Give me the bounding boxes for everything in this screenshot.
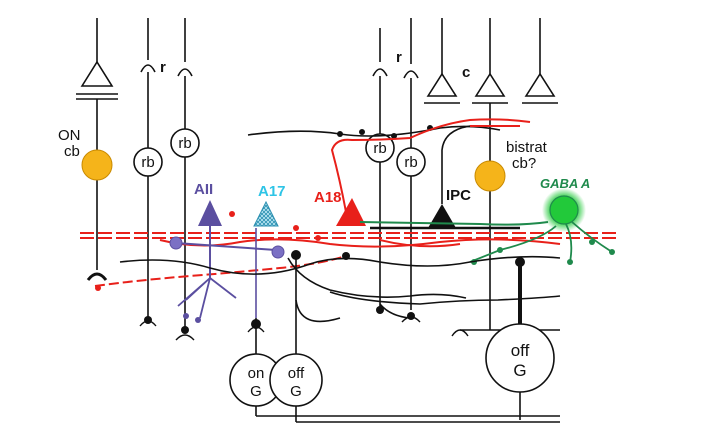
label-rb-3: rb xyxy=(373,140,386,157)
label-r-right: r xyxy=(396,49,402,66)
bistratified-cone-bipolar xyxy=(474,103,506,330)
rod-terminal-1 xyxy=(140,18,156,73)
label-off-g-off: off xyxy=(288,365,305,382)
off-ganglion-cell xyxy=(269,300,560,423)
label-on-g-g: G xyxy=(250,383,262,400)
a18-processes xyxy=(80,118,620,287)
label-gaba-a: GABA A xyxy=(540,176,590,191)
aii-amacrine xyxy=(169,200,285,323)
label-ipc: IPC xyxy=(446,187,471,204)
rod-terminal-3 xyxy=(372,28,388,77)
on-ganglion-cell xyxy=(229,318,560,417)
rod-bipolar-1 xyxy=(133,72,163,320)
cone-photoreceptor-left xyxy=(76,18,118,100)
a18-soma xyxy=(336,198,366,226)
label-cb: cb xyxy=(64,143,80,160)
label-a18: A18 xyxy=(314,189,342,206)
inner-plexiform-lines xyxy=(119,255,561,323)
label-off-g-large-g: G xyxy=(513,361,526,380)
label-rb-1: rb xyxy=(141,154,154,171)
cone-photoreceptor-c2 xyxy=(472,18,508,104)
label-off-g-g: G xyxy=(290,383,302,400)
ipc-amacrine xyxy=(370,125,520,230)
gaba-a-amacrine xyxy=(359,188,615,265)
label-aii: AII xyxy=(194,181,213,198)
label-a17: A17 xyxy=(258,183,286,200)
label-rb-4: rb xyxy=(404,154,417,171)
label-on: ON xyxy=(58,127,81,144)
label-rb-2: rb xyxy=(178,135,191,152)
rod-bipolar-4 xyxy=(396,78,426,310)
outer-plexiform-line xyxy=(247,125,501,137)
off-ganglion-cell-large xyxy=(451,266,560,420)
cone-photoreceptor-c1 xyxy=(424,18,460,104)
a17-amacrine xyxy=(253,200,279,318)
label-off-g-large-off: off xyxy=(511,341,530,360)
rod-bipolar-3 xyxy=(365,76,395,310)
rod-terminal-4 xyxy=(403,18,419,79)
rod-terminal-2 xyxy=(177,18,193,77)
label-r-left: r xyxy=(160,59,166,76)
cone-photoreceptor-c3 xyxy=(522,18,558,104)
label-cb-question: cb? xyxy=(512,155,536,172)
on-cone-bipolar xyxy=(81,99,113,281)
label-on-g-on: on xyxy=(248,365,265,382)
label-c: c xyxy=(462,64,470,81)
label-bistrat: bistrat xyxy=(506,139,548,156)
